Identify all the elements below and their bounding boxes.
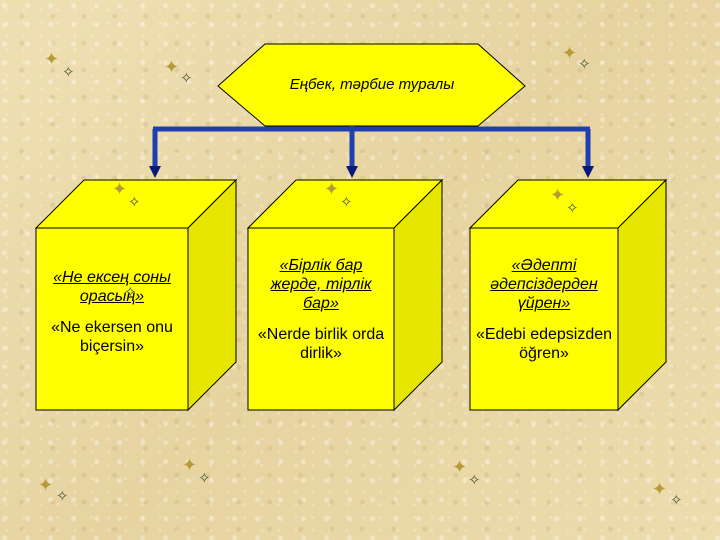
sparkle-icon: ✦ <box>562 43 578 63</box>
box-1-front <box>35 227 189 411</box>
box-1-text: «Не ексең соны орасың» «Ne ekersen onu b… <box>40 268 184 356</box>
sparkle-icon: ✦ <box>182 455 198 475</box>
box-3-kazakh-proverb: «Әдепті әдепсіздерден үйрен» <box>490 257 598 312</box>
box-2-text: «Бірлік бар жерде, тірлік бар» «Nerde bi… <box>252 256 390 363</box>
sparkle-icon: ✧ <box>468 472 481 489</box>
sparkle-icon: ✦ <box>324 179 340 199</box>
sparkle-icon: ✧ <box>670 492 683 509</box>
box-2-front <box>247 227 395 411</box>
box-1 <box>34 178 238 412</box>
sparkle-icon: ✧ <box>578 56 591 73</box>
sparkle-icon: ✧ <box>566 200 579 217</box>
sparkle-icon: ✧ <box>198 470 211 487</box>
sparkle-icon: ✧ <box>62 64 75 81</box>
sparkle-icon: ✦ <box>44 49 60 69</box>
sparkle-icon: ✧ <box>180 70 193 87</box>
box-3 <box>468 178 668 412</box>
box-2 <box>246 178 444 412</box>
sparkle-icon: ✧ <box>56 488 69 505</box>
sparkle-icon: ✧ <box>124 284 137 301</box>
arrow-head-right <box>582 166 594 178</box>
sparkle-icon: ✦ <box>452 457 468 477</box>
box-3-front <box>469 227 619 411</box>
box-1-turkish-proverb: «Ne ekersen onu biçersin» <box>51 319 173 355</box>
sparkle-icon: ✦ <box>652 479 668 499</box>
sparkle-icon: ✦ <box>38 475 54 495</box>
sparkle-icon: ✦ <box>112 179 128 199</box>
sparkle-icon: ✧ <box>128 194 141 211</box>
arrow-head-center <box>346 166 358 178</box>
box-3-turkish-proverb: «Edebi edepsizden öğren» <box>475 326 613 362</box>
arrow-head-left <box>149 166 161 178</box>
box-2-kazakh-proverb: «Бірлік бар жерде, тірлік бар» <box>270 257 372 312</box>
title-hexagon <box>217 43 526 127</box>
connector-lines <box>152 126 591 168</box>
sparkle-icon: ✦ <box>164 57 180 77</box>
box-2-turkish-proverb: «Nerde birlik orda dirlik» <box>257 326 385 362</box>
box-3-text: «Әдепті әдепсіздерден үйрен» «Edebi edep… <box>472 256 616 363</box>
box-1-kazakh-proverb: «Не ексең соны орасың» <box>53 269 171 305</box>
sparkle-icon: ✧ <box>340 194 353 211</box>
diagram-title: Еңбек, тәрбие туралы <box>289 76 455 93</box>
sparkle-icon: ✦ <box>550 185 566 205</box>
